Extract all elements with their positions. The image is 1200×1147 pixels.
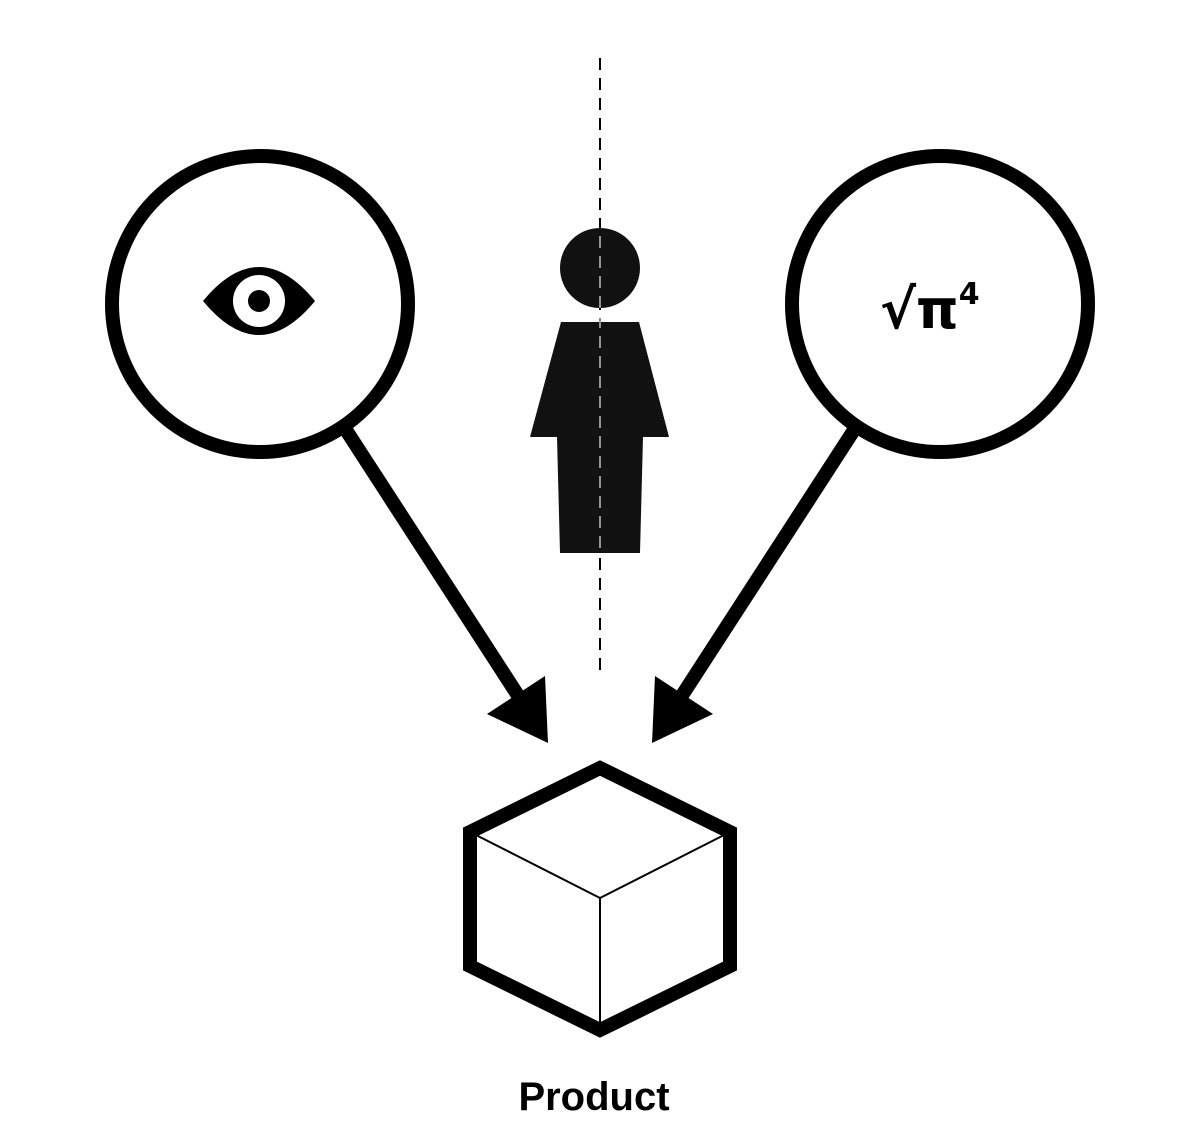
math-formula-superscript: 4 [959, 277, 980, 312]
math-node: √π4 [785, 149, 1095, 459]
cube-icon [463, 760, 737, 1038]
eye-icon [203, 267, 315, 335]
arrow-perception-to-product [340, 426, 548, 743]
arrow-math-to-product [652, 426, 860, 743]
math-formula: √π4 [880, 277, 980, 341]
perception-node [105, 149, 415, 459]
math-formula-base: √π [880, 278, 959, 341]
product-label: Product [518, 1075, 669, 1119]
perception-circle [105, 149, 415, 459]
math-circle [785, 149, 1095, 459]
